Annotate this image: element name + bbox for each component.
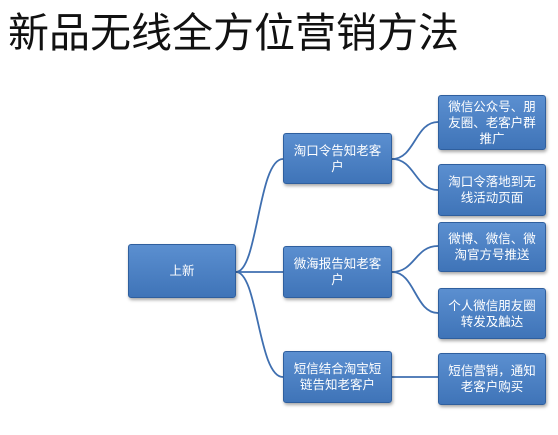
leaf-node-label: 短信营销，通知老客户购买 xyxy=(448,363,536,394)
branch-node: 淘口令告知老客户 xyxy=(283,133,392,184)
connector-branch-1-leaf-1 xyxy=(391,121,439,160)
leaf-node-label: 淘口令落地到无线活动页面 xyxy=(448,174,536,205)
branch-node: 微海报告知老客户 xyxy=(283,246,392,298)
page-title: 新品无线全方位营销方法 xyxy=(8,9,459,57)
connector-root-branch-1 xyxy=(235,158,284,273)
branch-node: 短信结合淘宝短链告知老客户 xyxy=(283,351,392,403)
leaf-node: 微信公众号、朋友圈、老客户群推广 xyxy=(438,95,546,150)
leaf-node: 微博、微信、微淘官方号推送 xyxy=(438,222,546,272)
leaf-node-label: 微博、微信、微淘官方号推送 xyxy=(448,231,536,262)
root-node: 上新 xyxy=(128,244,236,298)
leaf-node: 短信营销，通知老客户购买 xyxy=(438,353,546,405)
branch-node-label: 短信结合淘宝短链告知老客户 xyxy=(293,361,382,392)
connector-branch-2-leaf-2 xyxy=(391,271,439,314)
connector-branch-2-leaf-1 xyxy=(391,245,439,273)
connector-root-branch-3 xyxy=(235,271,284,378)
connector-branch-1-leaf-2 xyxy=(391,158,439,191)
leaf-node: 淘口令落地到无线活动页面 xyxy=(438,164,546,216)
leaf-node: 个人微信朋友圈转发及触达 xyxy=(438,288,546,339)
root-node-label: 上新 xyxy=(169,263,195,278)
branch-node-label: 微海报告知老客户 xyxy=(293,256,382,287)
leaf-node-label: 个人微信朋友圈转发及触达 xyxy=(448,297,536,329)
leaf-node-label: 微信公众号、朋友圈、老客户群推广 xyxy=(448,98,536,146)
branch-node-label: 淘口令告知老客户 xyxy=(293,142,382,174)
